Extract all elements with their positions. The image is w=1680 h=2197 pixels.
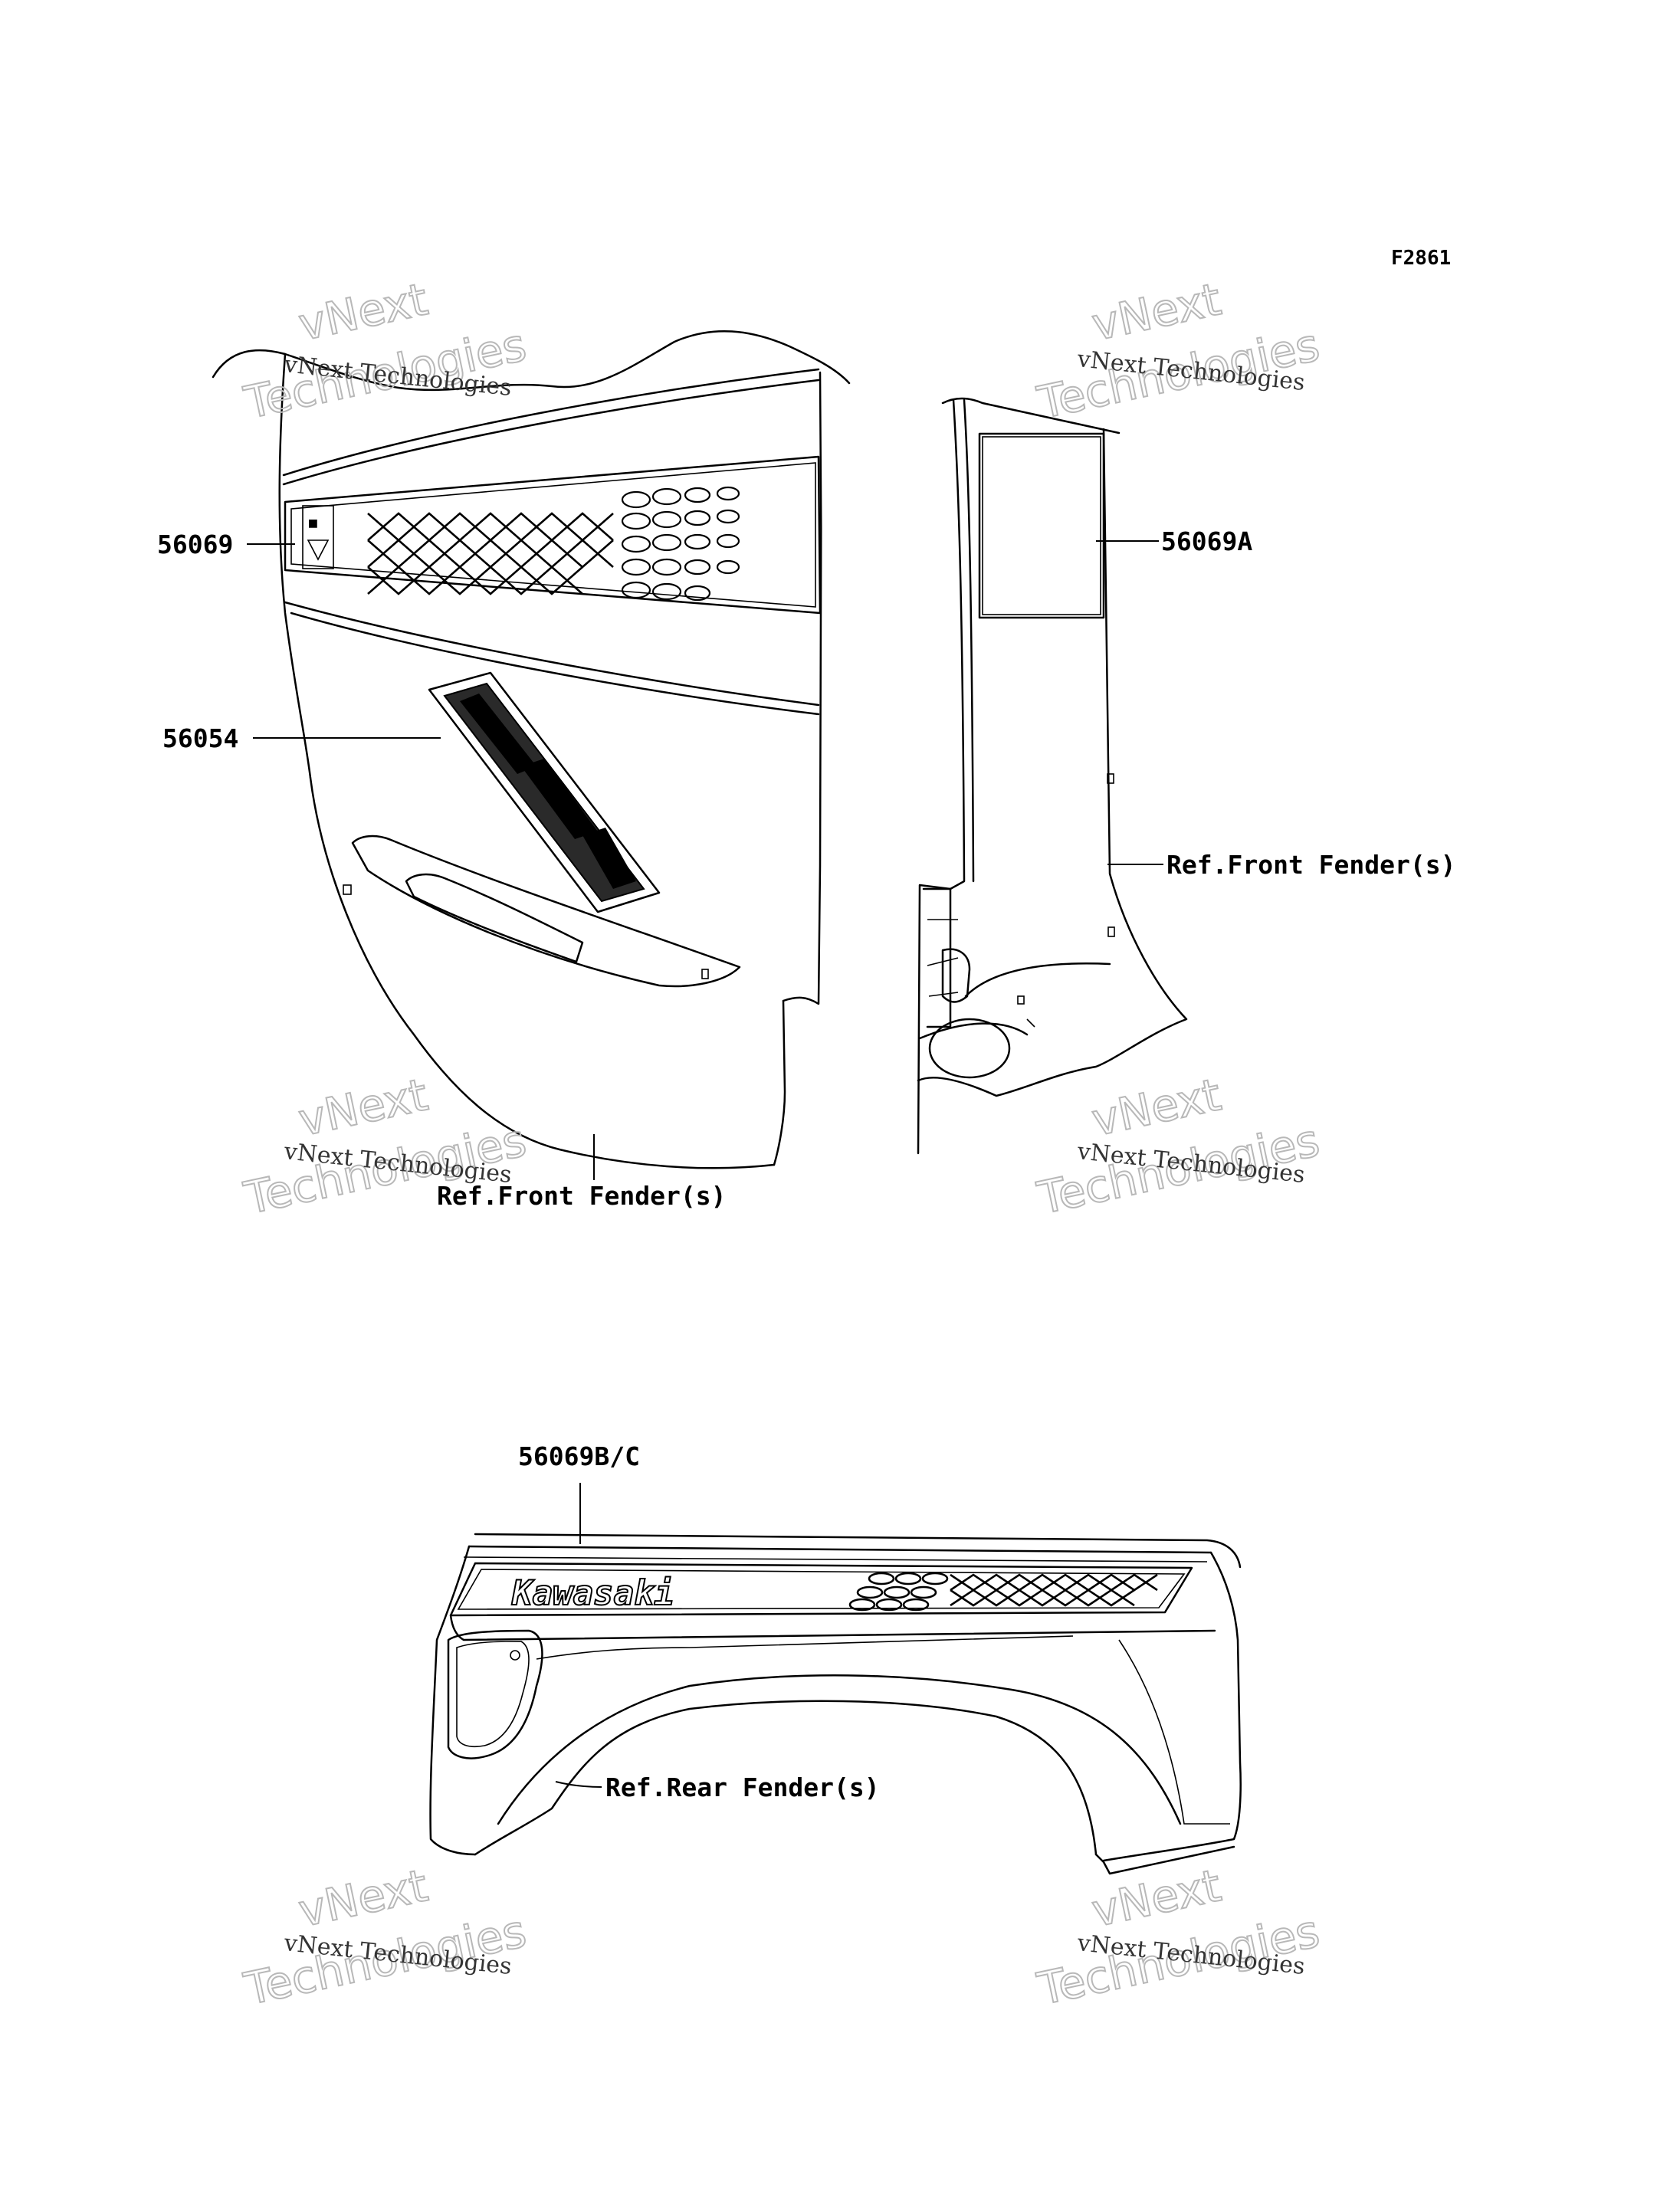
callout-56069: 56069 [157,530,233,559]
figure-code: F2861 [1391,247,1451,270]
svg-text:vNext: vNext [294,1859,432,1937]
rear-mesh-pattern [848,1572,1158,1612]
watermark: vNext Technologies [1032,1067,1325,1225]
svg-text:■: ■ [309,515,317,531]
right-front-fender-drawing [917,397,1188,1155]
svg-text:vNext: vNext [294,1068,432,1146]
watermark: vNext Technologies [239,272,532,430]
callout-56054: 56054 [162,723,238,753]
callout-56069A: 56069A [1161,526,1252,556]
mesh-pattern [367,512,614,595]
svg-text:vNext: vNext [294,273,432,351]
rear-fender-drawing: Kawasaki [429,1533,1242,1875]
watermark: vNext Technologies [1032,272,1325,430]
callout-ref-front-fender-left: Ref.Front Fender(s) [437,1181,727,1211]
callout-ref-front-fender-right: Ref.Front Fender(s) [1166,850,1456,880]
watermark: vNext Technologies [1032,1858,1325,2016]
leader-lines [247,540,1163,1788]
watermark: vNext Technologies [239,1858,532,2016]
svg-text:vNext: vNext [1088,1068,1226,1146]
svg-text:vNext: vNext [1088,273,1226,351]
callout-56069BC: 56069B/C [518,1441,640,1471]
kawasaki-decal-text: Kawasaki [511,1574,674,1613]
fade-ellipses [621,486,740,602]
teryx-decal [428,671,661,913]
callout-ref-rear-fender: Ref.Rear Fender(s) [605,1772,880,1802]
left-front-fender-drawing: ■ [212,330,851,1169]
